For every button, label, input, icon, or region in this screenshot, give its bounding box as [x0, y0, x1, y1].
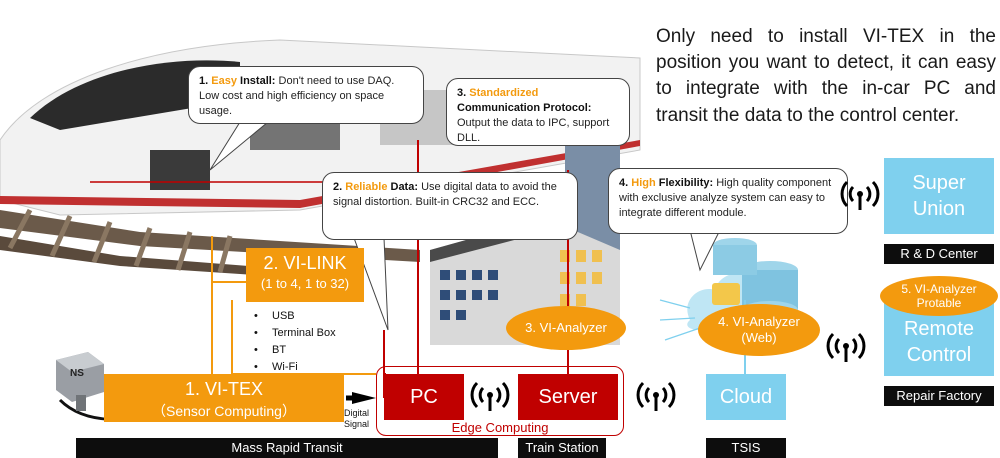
- vi-analyzer-5-oval: 5. VI-Analyzer Protable: [880, 276, 998, 316]
- wireless-signal-icon: [470, 381, 510, 411]
- vi-analyzer-4-sublabel: (Web): [741, 330, 777, 345]
- list-item: USB: [254, 308, 336, 325]
- intro-text: Only need to install VI-TEX in the posit…: [656, 26, 996, 126]
- callout-body: Use digital data to avoid the signal dis…: [333, 181, 557, 208]
- sensor-label: NS: [70, 368, 84, 379]
- remote-control-box: Remote Control: [884, 300, 994, 376]
- vi-link-title: 2. VI-LINK: [263, 253, 347, 273]
- callout-body: Output the data to IPC, support DLL.: [457, 116, 610, 144]
- wireless-signal-icon: [840, 180, 880, 210]
- list-item: BT: [254, 342, 336, 359]
- callout-number: 3.: [457, 87, 467, 99]
- digital-signal-label: Digital Signal: [344, 408, 369, 430]
- tsis-bar: TSIS: [706, 438, 786, 458]
- callout-number: 4.: [619, 177, 629, 189]
- wireless-signal-icon: [826, 332, 866, 362]
- callout-body: High quality component with exclusive an…: [619, 177, 832, 219]
- vi-analyzer-3-oval: 3. VI-Analyzer: [506, 306, 626, 350]
- vi-analyzer-5-label: 5. VI-Analyzer: [901, 281, 977, 296]
- remote-control-line: Control: [906, 344, 972, 366]
- edge-computing-frame: [376, 366, 624, 436]
- pc-box: PC: [384, 374, 464, 420]
- edge-computing-label: Edge Computing: [451, 420, 549, 435]
- callout-high-flexibility: 4. High Flexibility: High quality compon…: [608, 168, 848, 234]
- cloud-box: Cloud: [706, 374, 786, 420]
- super-union-line: Union: [912, 198, 966, 220]
- callout-standardized-protocol: 3. Standardized Communication Protocol: …: [446, 78, 630, 146]
- digital-signal-line: Signal: [344, 419, 370, 429]
- callout-number: 2.: [333, 181, 343, 193]
- vi-analyzer-4-oval: 4. VI-Analyzer (Web): [698, 304, 820, 356]
- callout-heading: Communication Protocol:: [457, 101, 592, 114]
- wireless-signal-icon: [636, 381, 676, 411]
- callout-keyword: Standardized: [469, 87, 539, 99]
- list-item: Terminal Box: [254, 325, 336, 342]
- vi-link-box: 2. VI-LINK (1 to 4, 1 to 32): [246, 248, 364, 302]
- digital-signal-line: Digital: [344, 408, 370, 418]
- callout-reliable-data: 2. Reliable Data: Use digital data to av…: [322, 172, 578, 240]
- super-union-box: Super Union: [884, 158, 994, 234]
- remote-control-line: Remote: [903, 318, 975, 340]
- vi-tex-subtitle: （Sensor Computing）: [152, 403, 296, 419]
- mass-rapid-transit-bar: Mass Rapid Transit: [76, 438, 498, 458]
- callout-heading: Flexibility:: [658, 177, 714, 189]
- callout-number: 1.: [199, 75, 209, 87]
- vi-analyzer-5-sublabel: Protable: [916, 296, 962, 310]
- repair-factory-bar: Repair Factory: [884, 386, 994, 406]
- callout-easy-install: 1. Easy Install: Don't need to use DAQ. …: [188, 66, 424, 124]
- rd-center-bar: R & D Center: [884, 244, 994, 264]
- server-box: Server: [518, 374, 618, 420]
- train-station-bar: Train Station: [518, 438, 606, 458]
- vi-tex-box: 1. VI-TEX （Sensor Computing）: [104, 374, 344, 422]
- vi-link-interfaces: USB Terminal Box BT Wi-Fi: [254, 308, 336, 376]
- callout-heading: Data:: [390, 181, 419, 193]
- callout-keyword: Reliable: [345, 181, 388, 193]
- vi-tex-title: 1. VI-TEX: [184, 379, 264, 399]
- callout-keyword: Easy: [211, 75, 237, 87]
- vi-analyzer-3-label: 3. VI-Analyzer: [525, 320, 607, 336]
- callout-heading: Install:: [240, 75, 276, 87]
- callout-keyword: High: [631, 177, 656, 189]
- vi-analyzer-4-label: 4. VI-Analyzer: [718, 314, 800, 330]
- callout-body: Don't need to use DAQ. Low cost and high…: [199, 75, 395, 117]
- super-union-line: Super: [912, 172, 966, 194]
- list-item: Wi-Fi: [254, 359, 336, 376]
- vi-link-subtitle: (1 to 4, 1 to 32): [260, 276, 350, 291]
